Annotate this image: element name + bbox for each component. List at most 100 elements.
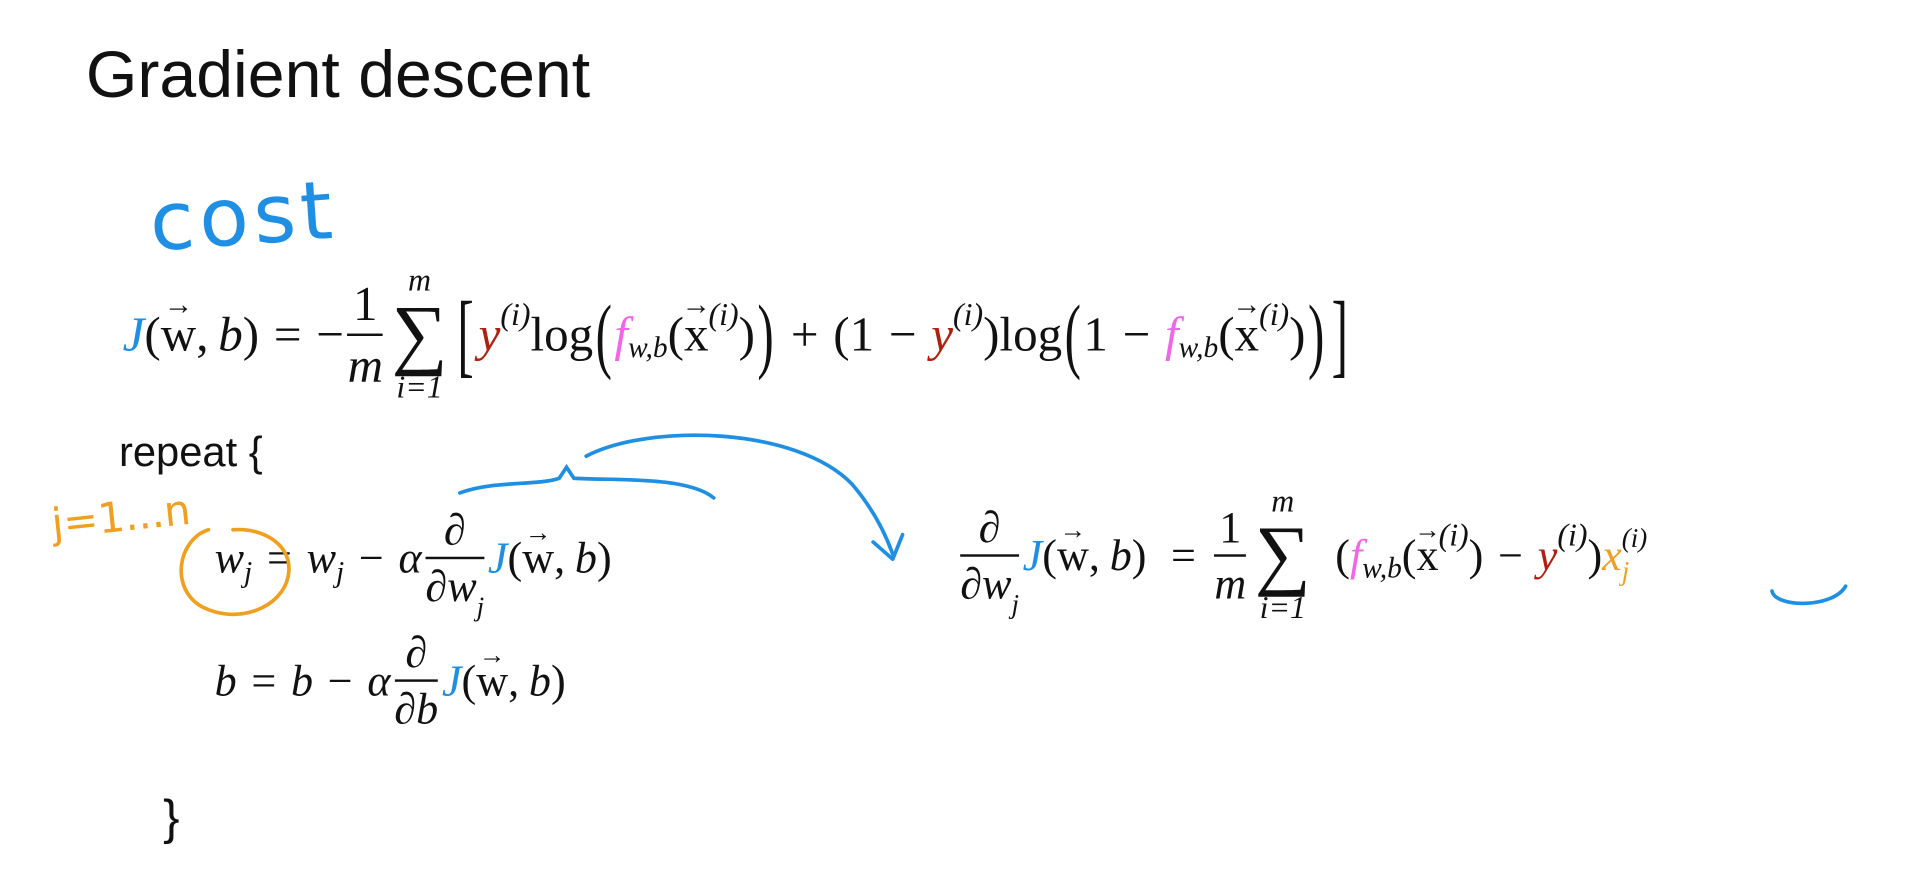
numerator: 1 (1219, 502, 1242, 552)
J: J (441, 656, 462, 706)
superscript: (i) (1621, 522, 1648, 554)
derivative-formula: ∂∂wj J ( w , b ) = 1m m∑i=1 ( fw,b ( x(i… (957, 472, 1648, 638)
vector-w: w (1057, 529, 1089, 581)
b: b (574, 533, 597, 583)
w-update-rule: wj = wj − α ∂∂wj J ( w , b ) (215, 497, 612, 620)
superscript: (i) (953, 296, 984, 332)
b: b (1109, 530, 1132, 580)
plus: + (790, 306, 819, 362)
b: b (528, 656, 551, 706)
vector-x: x (684, 305, 709, 363)
partial-fraction: ∂∂b (394, 630, 439, 734)
denominator: m (347, 336, 384, 392)
summation: m∑i=1 (1254, 483, 1311, 624)
paren: ( (461, 656, 477, 706)
slide-title: Gradient descent (85, 38, 591, 112)
one: 1 (849, 306, 875, 362)
paren: ) (1468, 530, 1484, 580)
subscript-j: j (336, 556, 345, 589)
alpha: α (367, 656, 391, 706)
subscript-j: j (1621, 554, 1630, 586)
paren: ( (1401, 530, 1417, 580)
one: 1 (1083, 306, 1108, 362)
equals: = (251, 656, 277, 706)
paren: ( (144, 306, 161, 362)
paren: ( (1042, 530, 1057, 580)
f-subscript: w,b (628, 332, 668, 365)
paren: ( (1335, 530, 1350, 580)
arrow-annotation (584, 433, 895, 557)
w: w (214, 533, 245, 583)
subscript-j: j (476, 591, 485, 622)
partial-w: ∂w (960, 558, 1012, 608)
superscript: (i) (1259, 296, 1290, 332)
b: b (291, 656, 314, 706)
vector-w: w (522, 532, 554, 584)
J: J (487, 533, 508, 583)
log: log (999, 306, 1063, 362)
vector-w: w (161, 305, 196, 363)
partial-b: ∂b (394, 684, 439, 734)
minus: − (327, 656, 353, 706)
superscript: (i) (708, 296, 739, 332)
paren: ) (550, 656, 566, 706)
f-subscript: w,b (1178, 332, 1219, 365)
superscript: (i) (1438, 516, 1469, 553)
sum-upper: m (1271, 483, 1295, 519)
subscript-j: j (244, 556, 253, 589)
f: f (1165, 306, 1179, 362)
paren: ( (507, 533, 523, 583)
minus: − (1122, 306, 1151, 362)
minus: − (888, 306, 917, 362)
vector-w: w (476, 655, 508, 707)
paren: ( (1218, 306, 1235, 362)
log: log (530, 306, 594, 362)
cost-formula: J ( w , b ) = − 1m m∑i=1 [ y(i) log ( fw… (123, 251, 1353, 417)
paren: ) (757, 287, 774, 382)
bracket: [ (457, 281, 474, 387)
paren: ) (596, 533, 612, 583)
partial-w: ∂w (425, 561, 477, 611)
x-j: x (1602, 530, 1622, 580)
cost-J: J (122, 306, 145, 362)
b: b (218, 306, 243, 362)
alpha: α (398, 533, 422, 583)
f: f (614, 306, 629, 362)
repeat-label: repeat { (118, 429, 263, 476)
y: y (1537, 530, 1558, 580)
minus: − (316, 306, 344, 362)
sum-symbol: ∑ (391, 289, 448, 377)
w: w (306, 533, 337, 583)
sum-lower: i=1 (396, 368, 443, 405)
sum-upper: m (408, 262, 432, 299)
paren: ) (242, 306, 260, 362)
partial: ∂ (978, 502, 1001, 552)
paren: ( (667, 306, 684, 362)
paren: ( (1064, 287, 1081, 382)
paren: ( (595, 287, 612, 382)
b: b (214, 656, 237, 706)
numerator: 1 (353, 275, 378, 331)
bracket: ] (1331, 281, 1349, 387)
y: y (478, 306, 501, 362)
paren: ( (833, 306, 850, 362)
minus: − (1498, 530, 1524, 580)
equals: = (1171, 530, 1196, 580)
subscript-j: j (1011, 588, 1019, 619)
comma: , (196, 306, 209, 362)
sum-symbol: ∑ (1254, 510, 1311, 598)
vector-x: x (1235, 305, 1260, 363)
y: y (931, 306, 954, 362)
superscript: (i) (500, 296, 531, 332)
paren: ) (1131, 530, 1147, 580)
partial-fraction: ∂ ∂wj (960, 502, 1019, 617)
paren: ) (738, 306, 755, 362)
comma: , (508, 656, 520, 706)
underline-annotation (1770, 584, 1848, 606)
brace-annotation (458, 463, 716, 500)
paren: ) (1587, 530, 1603, 580)
comma: , (1088, 530, 1100, 580)
